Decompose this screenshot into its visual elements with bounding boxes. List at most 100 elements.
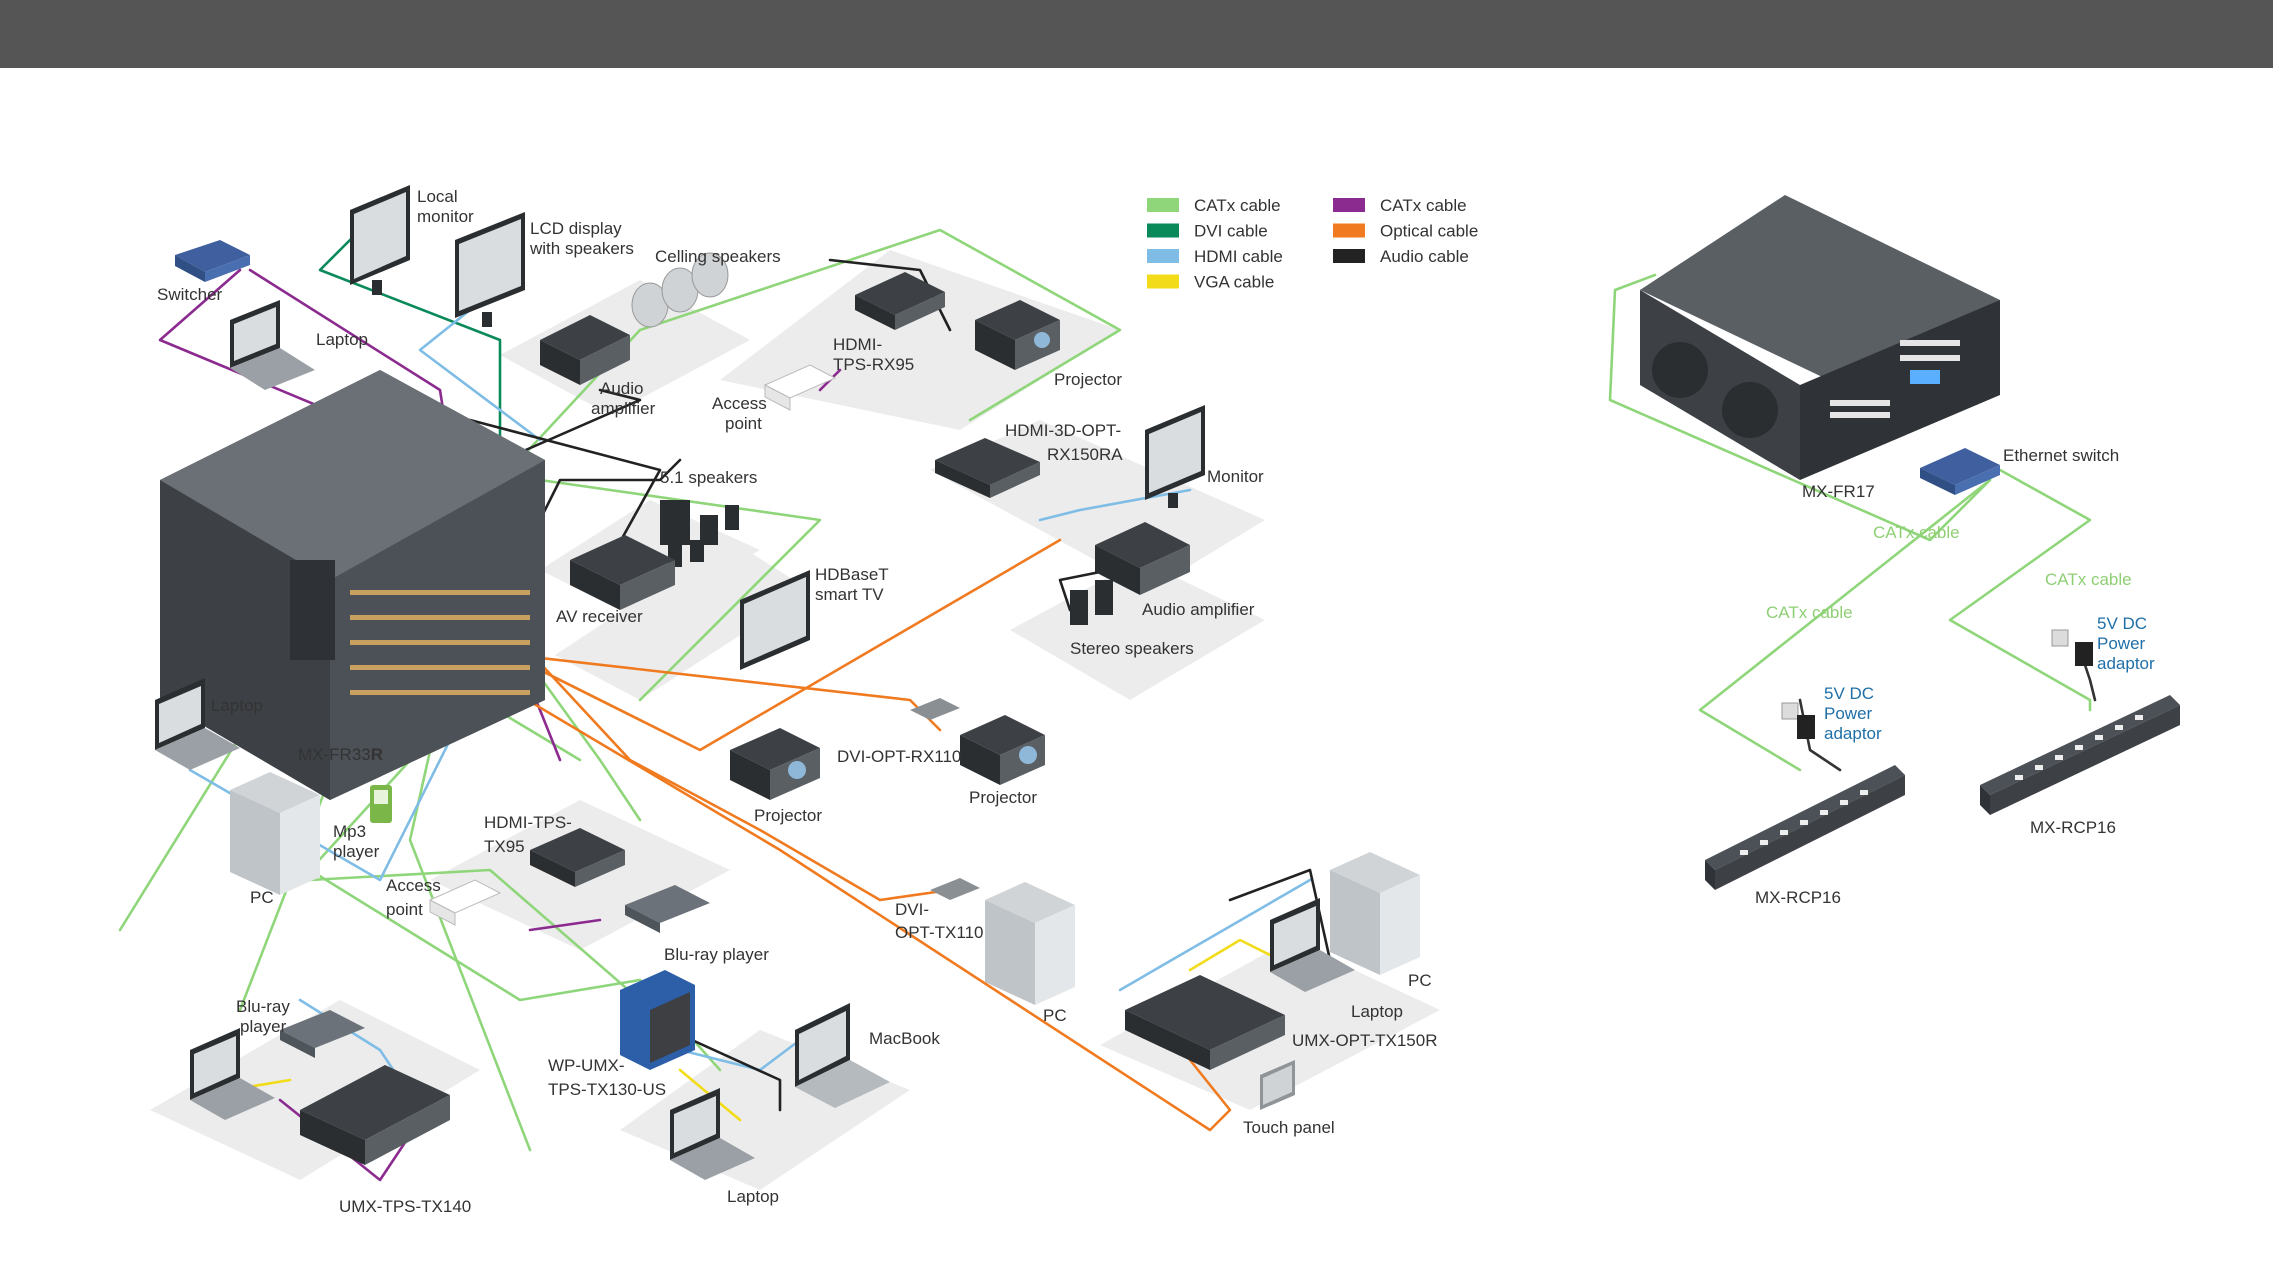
access-point-bottom-icon [428,879,502,926]
label-laptop-right: Laptop [1351,1002,1403,1021]
label-mx-rcp16-left: MX-RCP16 [1755,888,1841,907]
label-hdmi-tps-tx95-2: TX95 [484,837,525,856]
legend-label: Audio cable [1380,247,1469,266]
label-projector-top: Projector [1054,370,1122,389]
label-projector-right: Projector [969,788,1037,807]
switcher-icon [175,240,250,282]
label-audio-amplifier-right: Audio amplifier [1142,600,1255,619]
label-av-receiver: AV receiver [556,607,643,626]
legend-label: HDMI cable [1194,247,1283,266]
projector-right-icon [960,715,1045,785]
label-hdmi-3d-opt-rx150ra: HDMI-3D-OPT- [1005,421,1121,440]
legend-swatch [1147,249,1179,263]
label-mp3-player: Mp3 [333,822,366,841]
bluray-mid-icon [625,885,710,933]
legend-swatch [1333,249,1365,263]
header-bar [0,0,2273,68]
label-access-point-top-2: point [725,414,762,433]
legend-label: CATx cable [1194,196,1281,215]
label-mx-rcp16-right: MX-RCP16 [2030,818,2116,837]
hdmi-tps-tx95-icon [530,828,625,887]
hdmi-3d-opt-rx150ra-icon [935,438,1040,498]
speakers-51-icon [660,500,739,567]
av-receiver-icon [570,535,675,610]
label-ceiling-speakers: Celling speakers [655,247,781,266]
label-local-monitor-2: monitor [417,207,474,226]
umx-tps-tx140-icon [300,1065,450,1165]
pc-left-icon [230,772,320,895]
bluray-left-icon [280,1010,365,1058]
hdbaset-smart-tv-icon [740,570,810,670]
label-hdmi-tps-rx95-2: TPS-RX95 [833,355,914,374]
label-projector-mid: Projector [754,806,822,825]
label-mx-fr17: MX-FR17 [1802,482,1875,501]
label-access-point-bottom: Access [386,876,441,895]
legend-label: DVI cable [1194,222,1268,241]
label-ethernet-switch: Ethernet switch [2003,446,2119,465]
label-laptop-top: Laptop [316,330,368,349]
label-access-point-bottom-2: point [386,900,423,919]
label-stereo-speakers: Stereo speakers [1070,639,1194,658]
hdmi-tps-rx95-icon [855,272,945,330]
label-wp-umx-tps-tx130-us-2: TPS-TX130-US [548,1080,666,1099]
mx-rcp16-left-icon [1705,765,1905,890]
mx-fr33r-icon [160,370,545,800]
legend-swatch [1147,274,1179,289]
label-pc-mid: PC [1043,1006,1067,1025]
label-hdbaset-smart-tv: HDBaseT [815,565,889,584]
label-51-speakers: 5.1 speakers [660,468,757,487]
label-catx-cable-3: CATx cable [1766,603,1853,622]
dvi-opt-rx110-icon [910,698,960,720]
ethernet-switch-icon [1920,448,2000,495]
dvi-opt-tx110-icon [930,878,980,900]
laptop-right-icon [1270,898,1355,992]
label-power-adaptor-right-3: adaptor [2097,654,2155,673]
projector-top-icon [975,300,1060,370]
label-macbook: MacBook [869,1029,940,1048]
label-wp-umx-tps-tx130-us: WP-UMX- [548,1056,624,1075]
laptop-left-icon [155,678,240,770]
audio-amplifier-right-icon [1095,522,1190,595]
access-point-top-icon [763,364,837,411]
lcd-display-icon [455,212,525,327]
label-catx-cable-1: CATx cable [1873,523,1960,542]
monitor-icon [1145,405,1205,508]
label-laptop-bottom: Laptop [727,1187,779,1206]
stereo-speakers-icon [1070,580,1113,625]
label-hdmi-tps-tx95: HDMI-TPS- [484,813,572,832]
label-monitor: Monitor [1207,467,1264,486]
label-power-adaptor-left-3: adaptor [1824,724,1882,743]
label-lcd-display-2: with speakers [529,239,634,258]
label-audio-amplifier-2: amplifier [591,399,656,418]
label-audio-amplifier: Audio [600,379,643,398]
label-access-point-top: Access [712,394,767,413]
audio-amplifier-top-icon [540,315,630,385]
label-bluray-left-2: player [240,1017,287,1036]
label-touch-panel: Touch panel [1243,1118,1335,1137]
mx-fr17-icon [1640,195,2000,480]
wp-umx-tps-tx130-us-icon [620,970,695,1070]
label-umx-opt-tx150r: UMX-OPT-TX150R [1292,1031,1437,1050]
local-monitor-icon [350,185,410,295]
label-dvi-opt-rx110: DVI-OPT-RX110 [837,747,961,766]
label-dvi-opt-tx110: DVI- [895,900,929,919]
label-lcd-display: LCD display [530,219,622,238]
label-bluray-mid: Blu-ray player [664,945,769,964]
label-mp3-player-2: player [333,842,380,861]
label-laptop-left: Laptop [211,696,263,715]
umx-opt-tx150r-icon [1125,975,1285,1070]
label-umx-tps-tx140: UMX-TPS-TX140 [339,1197,471,1216]
legend-swatch [1147,198,1179,212]
laptop-top-icon [230,300,315,390]
labels: Switcher Local monitor LCD display with … [157,187,2155,1216]
label-power-adaptor-right: 5V DC [2097,614,2147,633]
laptop-bottom-left-icon [190,1028,275,1120]
mp3-player-icon [370,785,392,823]
label-pc-right: PC [1408,971,1432,990]
label-dvi-opt-tx110-2: OPT-TX110 [895,923,984,942]
label-local-monitor: Local [417,187,458,206]
legend-swatch [1333,223,1365,238]
label-catx-cable-2: CATx cable [2045,570,2132,589]
laptop-bottom-icon [670,1088,755,1180]
